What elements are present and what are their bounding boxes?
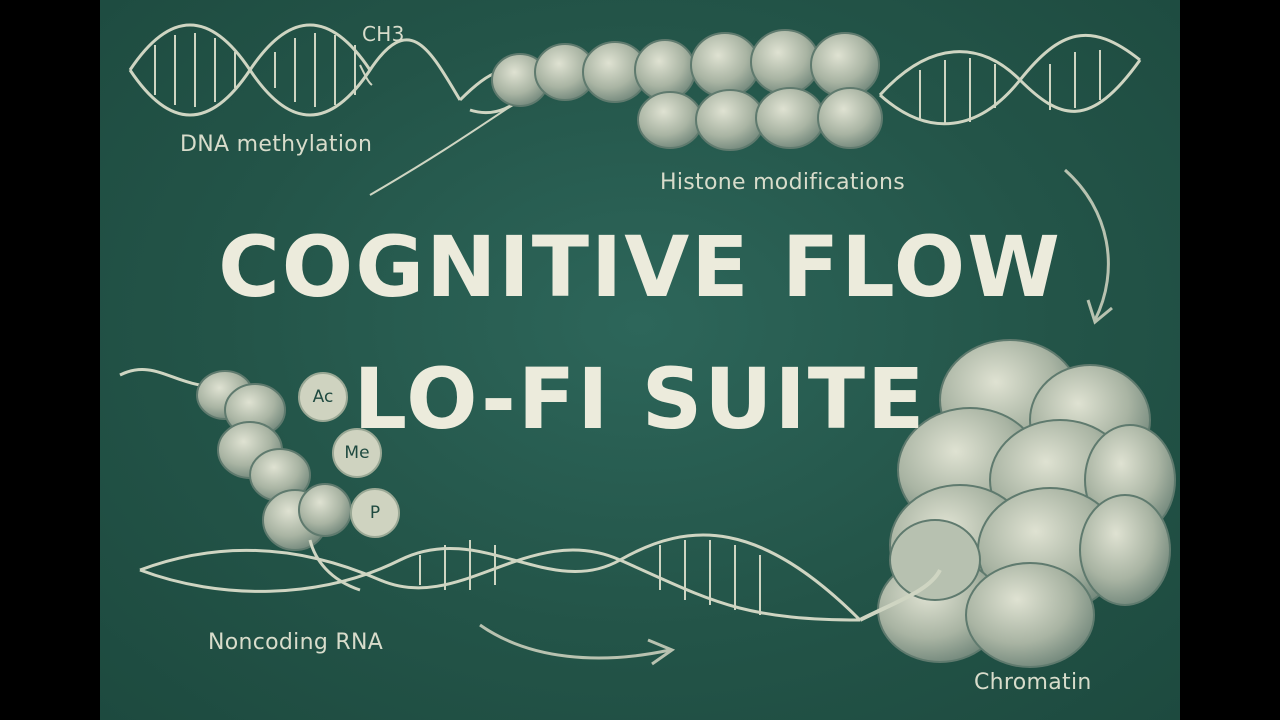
dna-helix-top-right — [878, 33, 1142, 126]
histone-modifications-label: Histone modifications — [660, 170, 905, 195]
curved-arrow-bottom — [479, 623, 676, 666]
dna-helix-top-left — [128, 23, 601, 196]
curved-arrow-right — [1064, 168, 1113, 325]
phosphate-mark: P — [350, 488, 400, 538]
noncoding-rna-label: Noncoding RNA — [208, 630, 384, 655]
epigenetics-illustration — [119, 23, 1176, 668]
dna-methylation-label: DNA methylation — [180, 132, 373, 157]
nucleosome-cluster-left — [119, 368, 361, 592]
chromatin-label: Chromatin — [974, 670, 1092, 695]
chromatin-fiber — [859, 339, 1176, 668]
ch3-label: CH3 — [362, 22, 405, 46]
dna-helix-bottom — [139, 533, 862, 622]
title-line-1: COGNITIVE FLOW — [218, 218, 1062, 316]
histone-beads-top — [491, 29, 883, 151]
acetyl-mark: Ac — [298, 372, 348, 422]
methyl-mark: Me — [332, 428, 382, 478]
artwork-panel: CH3 DNA methylation Histone modification… — [100, 0, 1180, 720]
title-line-2: LO-FI SUITE — [353, 350, 927, 448]
